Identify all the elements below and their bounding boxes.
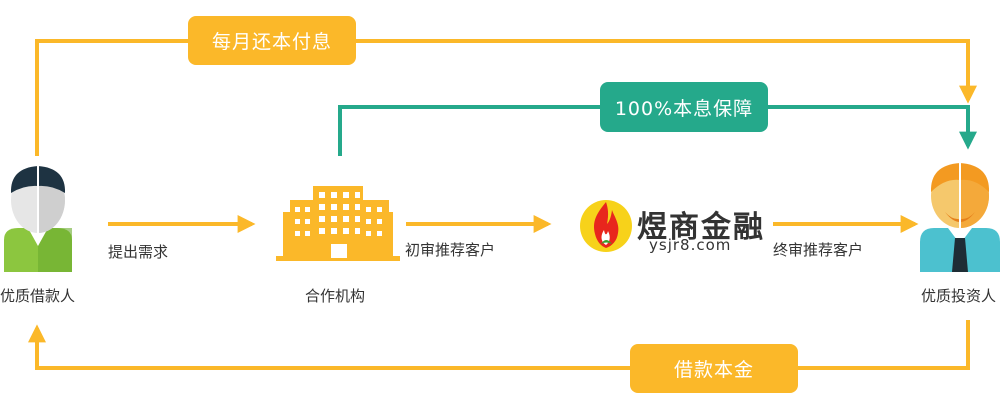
borrower-icon xyxy=(4,166,72,272)
initial-review-label: 初审推荐客户 xyxy=(405,241,496,259)
final-review-label: 终审推荐客户 xyxy=(773,241,864,259)
borrower-label: 优质借款人 xyxy=(0,287,76,305)
investor-label: 优质投资人 xyxy=(921,287,997,305)
institution-label: 合作机构 xyxy=(305,287,366,305)
loan-principal-line xyxy=(28,320,970,370)
platform-url: ysjr8.com xyxy=(649,236,732,254)
guarantee-badge: 100%本息保障 xyxy=(600,82,768,132)
investor-icon xyxy=(920,163,1000,272)
monthly-repayment-badge: 每月还本付息 xyxy=(188,16,356,65)
monthly-repayment-line xyxy=(35,39,977,156)
building-icon xyxy=(276,186,400,261)
platform-logo-mark xyxy=(580,200,632,252)
platform-name: 煜商金融 xyxy=(637,210,765,245)
loan-principal-badge: 借款本金 xyxy=(630,344,798,393)
submit-request-label: 提出需求 xyxy=(108,243,169,261)
